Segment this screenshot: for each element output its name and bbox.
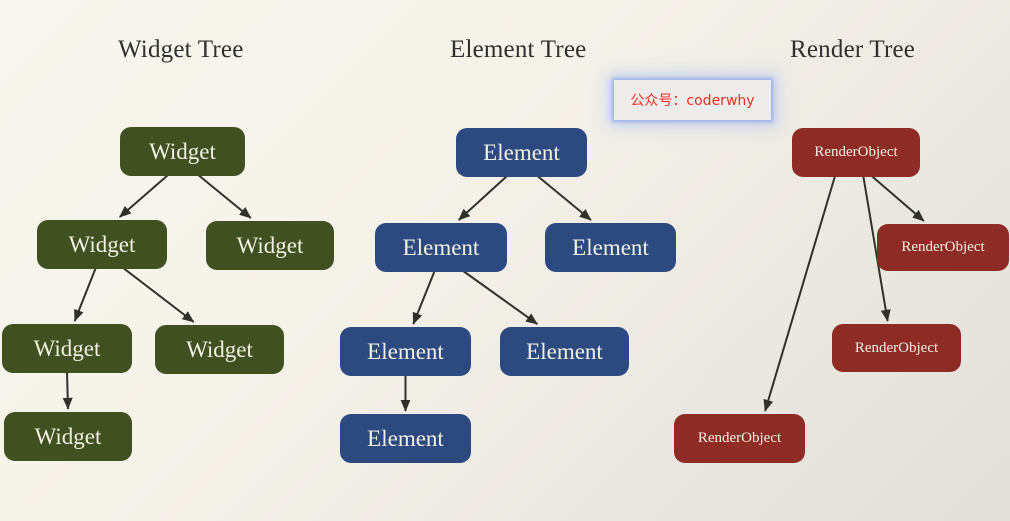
tree-node-r-c1: RenderObject <box>877 224 1009 271</box>
arrow-e-root-to-e-l1a <box>458 175 508 221</box>
arrow-w-l2a-to-w-l3a <box>62 371 73 410</box>
tree-node-w-l1b: Widget <box>206 221 334 270</box>
arrow-w-l1a-to-w-l2a <box>73 267 97 322</box>
tree-node-e-l1b: Element <box>545 223 676 272</box>
tree-title-widget: Widget Tree <box>118 36 244 63</box>
arrow-r-root-to-r-c1 <box>871 175 925 222</box>
tree-node-r-root: RenderObject <box>792 128 920 177</box>
arrow-r-root-to-r-c3 <box>763 175 836 412</box>
tree-node-r-c3: RenderObject <box>674 414 805 463</box>
arrow-e-l1a-to-e-l2a <box>412 270 436 325</box>
tree-node-w-l1a: Widget <box>37 220 167 269</box>
tree-title-render: Render Tree <box>790 36 916 63</box>
tree-node-e-l2a: Element <box>340 327 471 376</box>
tree-node-w-l2a: Widget <box>2 324 132 373</box>
tree-node-e-l3a: Element <box>340 414 471 463</box>
arrow-w-root-to-w-l1a <box>119 174 169 218</box>
tree-node-w-l3a: Widget <box>4 412 132 461</box>
tree-node-w-l2b: Widget <box>155 325 284 374</box>
tree-node-e-root: Element <box>456 128 587 177</box>
watermark-badge: 公众号：coderwhy <box>614 80 771 120</box>
watermark-text: 公众号：coderwhy <box>630 93 755 109</box>
arrow-e-l1a-to-e-l2b <box>462 270 538 325</box>
tree-node-r-c2: RenderObject <box>832 324 961 372</box>
arrow-e-root-to-e-l1b <box>536 175 592 221</box>
tree-title-element: Element Tree <box>450 36 587 63</box>
arrow-w-l1a-to-w-l2b <box>122 267 195 323</box>
arrow-w-root-to-w-l1b <box>197 174 252 219</box>
tree-node-w-root: Widget <box>120 127 245 176</box>
tree-node-e-l1a: Element <box>375 223 507 272</box>
tree-node-e-l2b: Element <box>500 327 629 376</box>
